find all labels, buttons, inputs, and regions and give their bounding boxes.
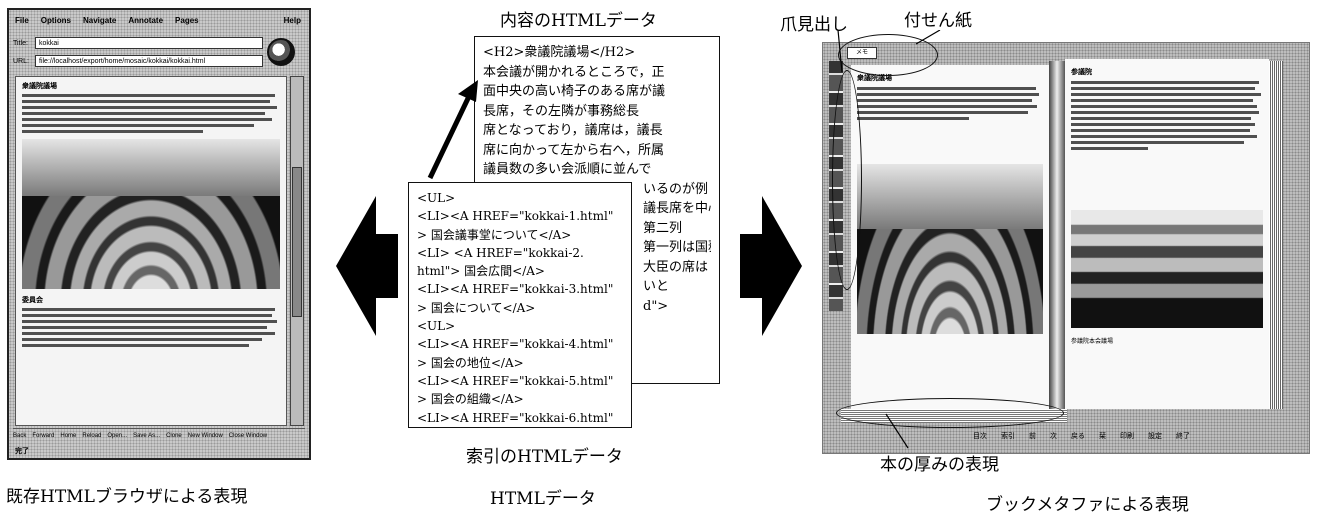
right-page-text — [1071, 81, 1263, 150]
menu-navigate[interactable]: Navigate — [83, 15, 117, 25]
book-view: メモ 衆議院議場 参議院 参議院本会議場 目次 索引 前 次 戻る 栞 印刷 設… — [822, 42, 1310, 454]
page-edges — [1269, 61, 1283, 409]
status-done: 完了 — [15, 448, 29, 455]
title-row: Title: kokkai — [13, 36, 263, 50]
url-row: URL: file://localhost/export/home/mosaic… — [13, 54, 263, 68]
toc-button[interactable]: 目次 — [973, 433, 987, 440]
browser-menubar: File Options Navigate Annotate Pages Hel… — [9, 10, 309, 30]
content-line: 議員数の多い会派順に並んで — [483, 162, 652, 177]
caption-book-metaphor: ブックメタファによる表現 — [986, 495, 1189, 515]
print-button[interactable]: 印刷 — [1120, 433, 1134, 440]
settings-button[interactable]: 設定 — [1148, 433, 1162, 440]
url-label: URL: — [13, 57, 29, 65]
content-line: d"> — [643, 298, 669, 314]
new-window-button[interactable]: New Window — [187, 432, 223, 439]
menu-file[interactable]: File — [15, 15, 29, 25]
title-field[interactable]: kokkai — [35, 37, 263, 49]
link-arrow-icon — [427, 80, 478, 180]
browser-toolbar: Back Forward Home Reload Open... Save As… — [13, 428, 305, 442]
caption-thumb-index: 爪見出し — [780, 15, 848, 35]
browser-window: File Options Navigate Annotate Pages Hel… — [7, 8, 311, 460]
left-page-photo — [857, 164, 1043, 334]
index-line: > 国会議事堂について</A> — [417, 227, 572, 242]
chamber-photo — [22, 139, 280, 289]
body-text-1 — [22, 94, 280, 133]
title-label: Title: — [13, 39, 28, 47]
menu-help[interactable]: Help — [283, 15, 301, 25]
index-line: > 国会の組織</A> — [417, 392, 524, 407]
left-page-heading: 衆議院議場 — [857, 75, 892, 82]
caption-existing-browser: 既存HTMLブラウザによる表現 — [6, 487, 248, 507]
index-line: html"> 国会広間</A> — [417, 264, 545, 279]
arrow-right-icon — [740, 196, 802, 336]
home-button[interactable]: Home — [60, 432, 77, 439]
caption-book-thickness: 本の厚みの表現 — [880, 455, 999, 475]
back-button[interactable]: 戻る — [1071, 433, 1085, 440]
section-heading-chamber: 衆議院議場 — [22, 83, 57, 90]
next-page-button[interactable]: 次 — [1050, 433, 1057, 440]
caption-html-data: HTMLデータ — [490, 489, 596, 509]
scrollbar-thumb[interactable] — [292, 167, 302, 317]
book-page-right: 参議院 参議院本会議場 — [1065, 59, 1269, 409]
caption-sticky-note: 付せん紙 — [904, 11, 972, 31]
content-line: 議長席を中心 — [643, 201, 711, 216]
browser-content: 衆議院議場 委員会 — [15, 76, 287, 426]
left-page-text — [857, 87, 1043, 120]
open-button[interactable]: Open... — [107, 432, 128, 439]
index-line: <LI> <A HREF="kokkai-2. — [417, 245, 584, 260]
prev-page-button[interactable]: 前 — [1029, 433, 1036, 440]
content-line: 第一列は国務 — [643, 240, 711, 255]
thumb-index-highlight — [832, 70, 862, 290]
menu-annotate[interactable]: Annotate — [128, 15, 164, 25]
index-line: > 国会の地位</A> — [417, 355, 524, 370]
caption-index-html: 索引のHTMLデータ — [466, 447, 623, 467]
content-line: 長席，その左隣が事務総長 — [483, 103, 640, 119]
content-line: いるのが例 — [643, 181, 709, 197]
back-button[interactable]: Back — [13, 432, 27, 439]
url-field[interactable]: file://localhost/export/home/mosaic/kokk… — [35, 55, 263, 67]
content-line: 大臣の席は — [643, 259, 709, 275]
right-photo-caption: 参議院本会議場 — [1071, 339, 1114, 345]
index-button[interactable]: 索引 — [1001, 433, 1015, 440]
index-line: <LI><A HREF="kokkai-4.html" — [417, 337, 614, 352]
section-heading-committee: 委員会 — [22, 297, 43, 304]
reload-button[interactable]: Reload — [82, 432, 102, 439]
book-toolbar: 目次 索引 前 次 戻る 栞 印刷 設定 終了 — [973, 429, 1273, 443]
index-line: <LI><A HREF="kokkai-1.html" — [417, 209, 614, 224]
sticky-note-highlight — [838, 34, 938, 76]
content-line: <H2>衆議院議場</H2> — [483, 45, 636, 60]
quit-button[interactable]: 終了 — [1176, 433, 1190, 440]
index-line: <LI><A HREF="kokkai-5.html" — [417, 373, 614, 388]
vertical-scrollbar[interactable] — [290, 76, 304, 426]
index-line: <UL> — [417, 191, 456, 205]
caption-content-html: 内容のHTMLデータ — [500, 11, 657, 31]
menu-pages[interactable]: Pages — [175, 15, 199, 25]
content-line: 席に向かって左から右へ，所属 — [483, 142, 664, 158]
content-line: 本会議が開かれるところで，正 — [483, 64, 665, 80]
content-line: 面中央の高い椅子のある席が議 — [483, 84, 666, 99]
body-text-2 — [22, 308, 280, 347]
right-page-heading: 参議院 — [1071, 69, 1092, 76]
content-line: 第二列 — [643, 220, 683, 236]
forward-button[interactable]: Forward — [32, 432, 55, 439]
thickness-highlight — [836, 398, 1064, 428]
index-line: <LI><A HREF="kokkai-3.html" — [417, 282, 614, 297]
book-spine — [1049, 61, 1065, 411]
leader-lines-icon — [837, 30, 941, 449]
save-as-button[interactable]: Save As... — [133, 432, 161, 439]
index-line: > 国会について</A> — [417, 300, 536, 315]
content-line: いと — [643, 279, 670, 294]
bookmark-button[interactable]: 栞 — [1099, 433, 1106, 440]
index-line: <LI><A HREF="kokkai-6.html" — [417, 410, 614, 425]
close-window-button[interactable]: Close Window — [228, 432, 268, 439]
index-line: <UL> — [417, 319, 456, 334]
book-page-left: 衆議院議場 — [851, 65, 1049, 409]
globe-icon[interactable] — [267, 38, 295, 66]
arrow-left-icon — [336, 196, 398, 336]
content-line: 席となっており，議席は，議長 — [483, 123, 663, 138]
menu-options[interactable]: Options — [40, 15, 71, 25]
index-html-document: <UL> <LI><A HREF="kokkai-1.html" > 国会議事堂… — [408, 182, 632, 428]
right-page-photo — [1071, 210, 1263, 328]
clone-button[interactable]: Clone — [166, 432, 182, 439]
